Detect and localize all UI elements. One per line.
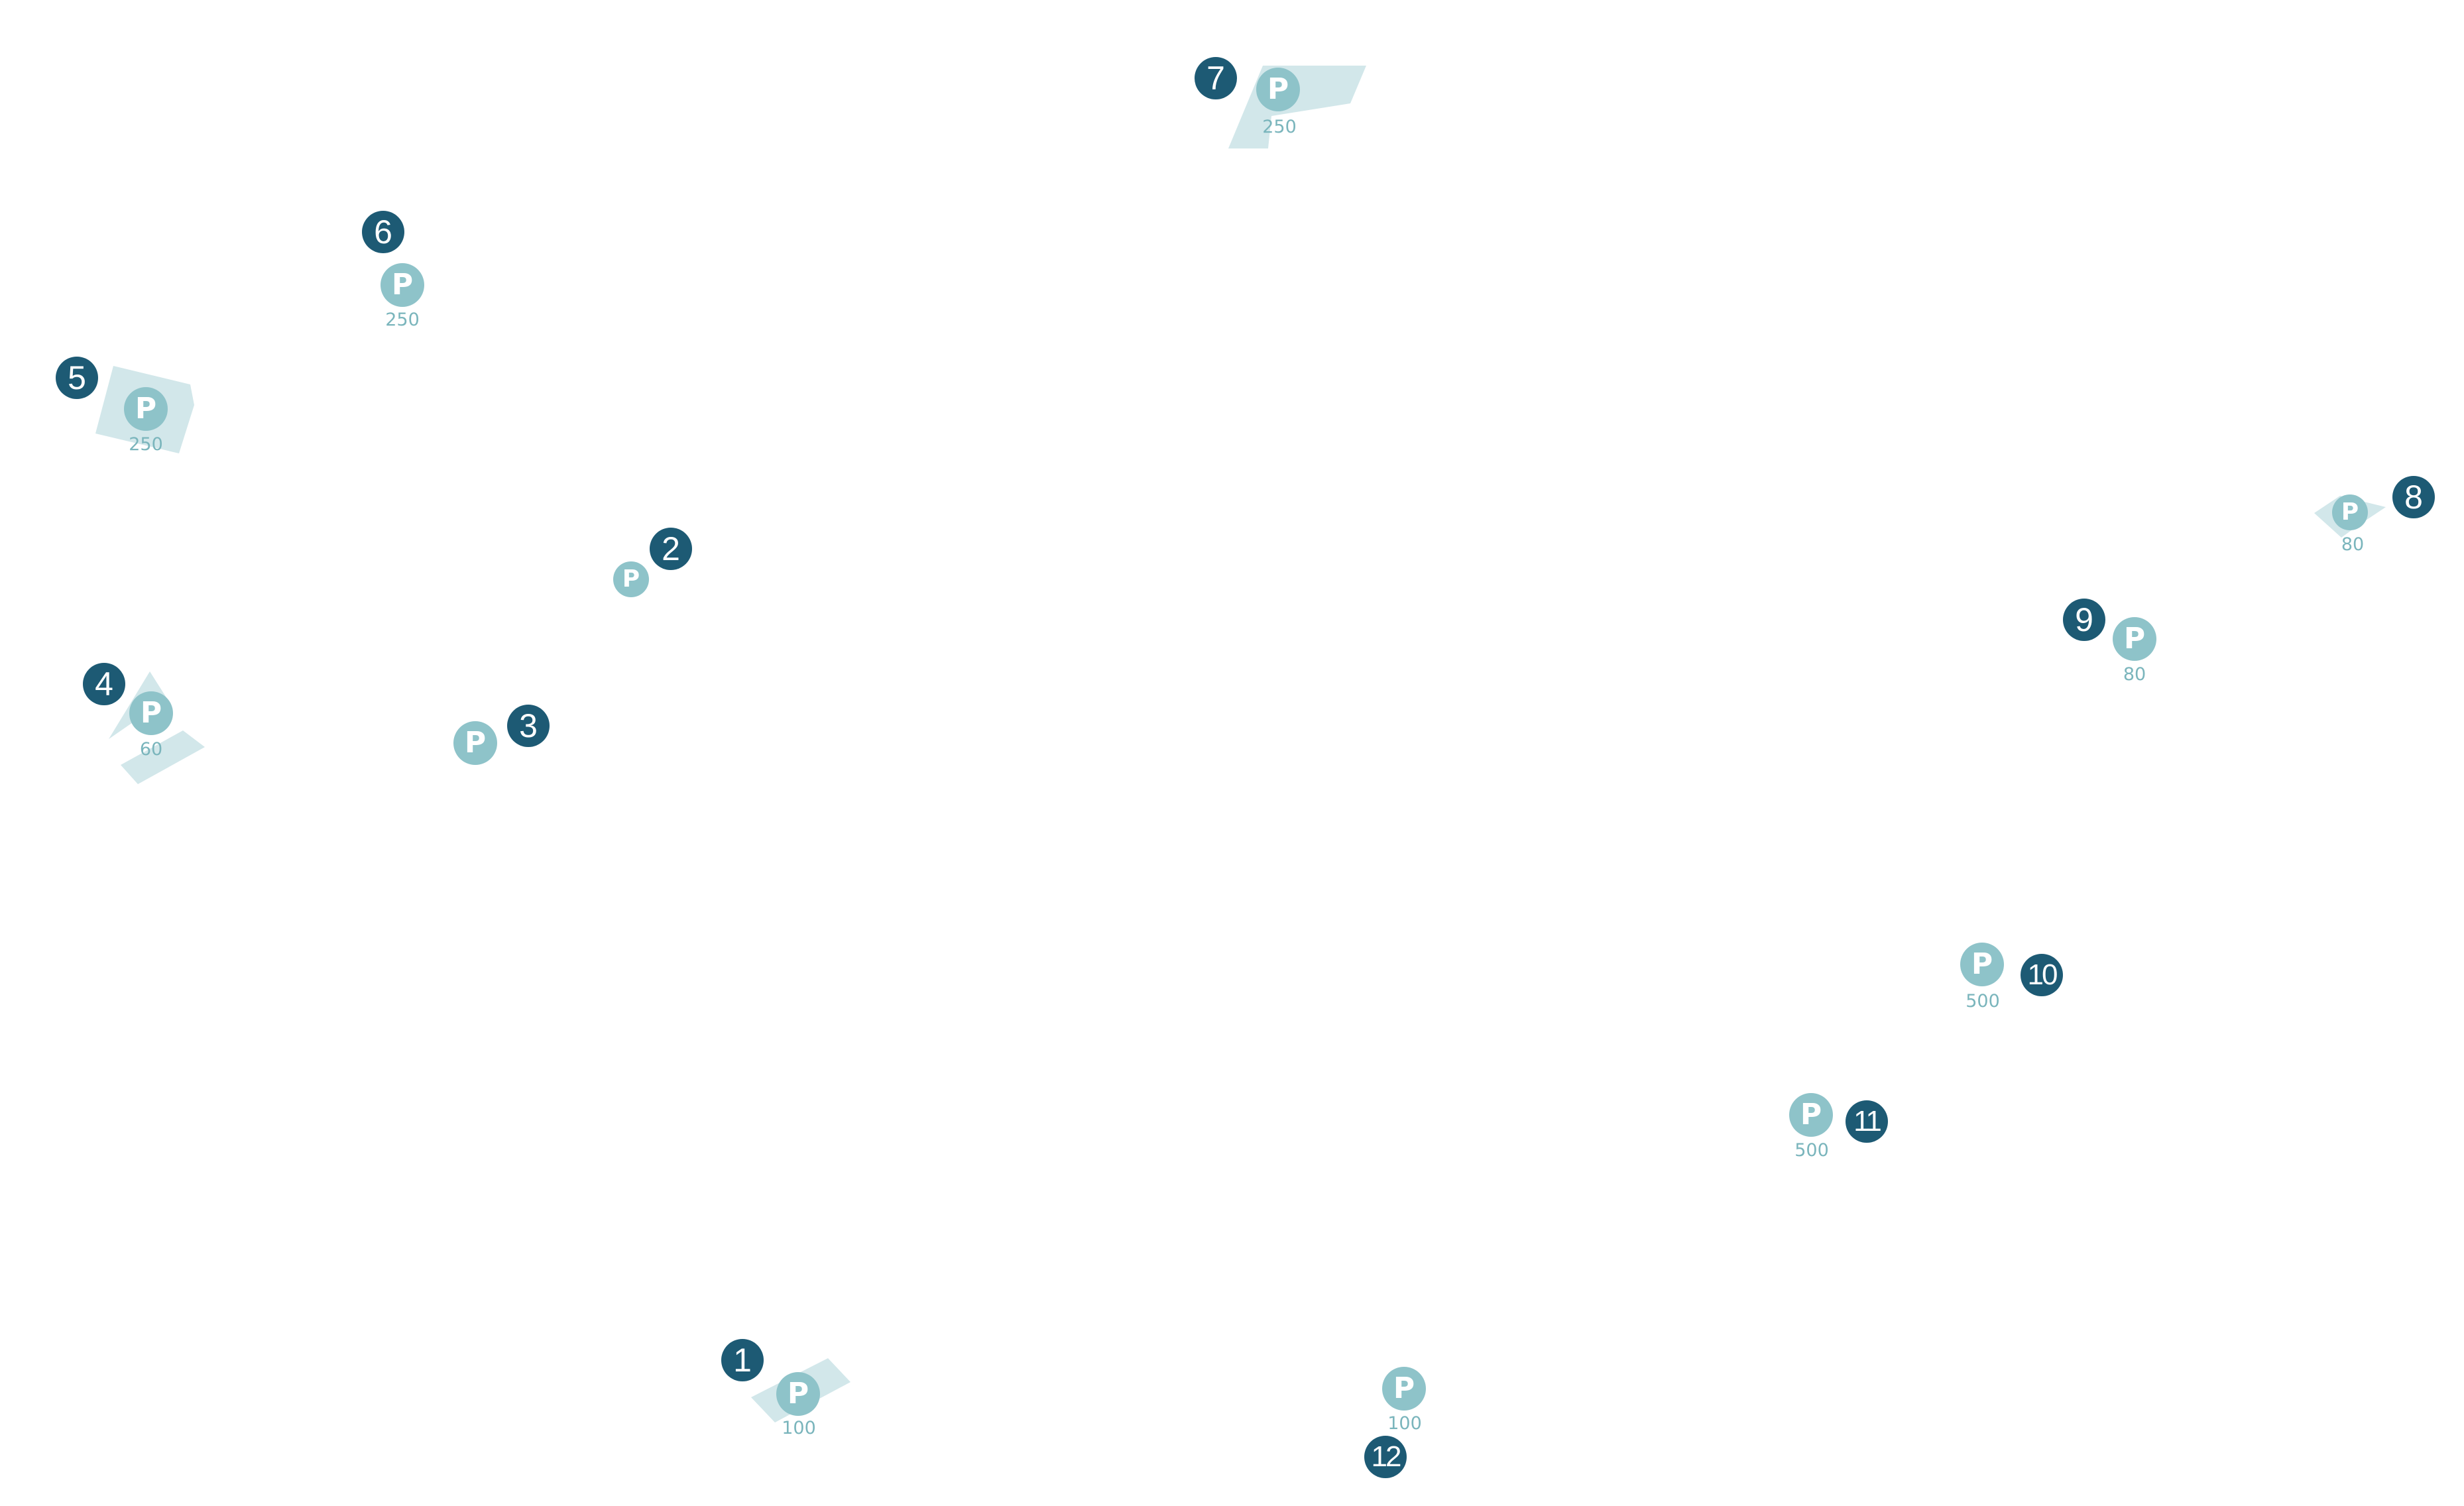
parking-area-4b xyxy=(121,730,205,784)
parking-area-7 xyxy=(1228,66,1366,148)
parking-area-5 xyxy=(95,366,194,453)
parking-area-4a xyxy=(109,671,167,739)
parking-area-8 xyxy=(2314,496,2386,538)
parking-area-1 xyxy=(751,1358,851,1422)
